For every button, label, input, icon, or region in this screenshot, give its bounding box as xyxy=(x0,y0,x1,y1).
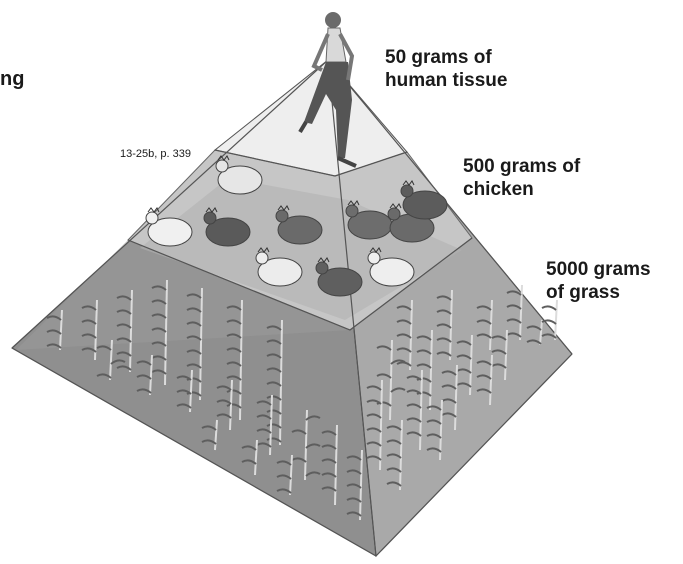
chicken-head xyxy=(316,262,328,274)
grass-label: 5000 grams of grass xyxy=(546,258,651,304)
human-label-line2: human tissue xyxy=(385,69,507,92)
human-label-line1: 50 grams of xyxy=(385,46,507,69)
grass-label-line2: of grass xyxy=(546,281,651,304)
chicken-head xyxy=(256,252,268,264)
chicken-head xyxy=(388,208,400,220)
chicken-head xyxy=(346,205,358,217)
cropped-title-fragment: ng xyxy=(0,68,24,91)
chicken-head xyxy=(146,212,158,224)
chicken-label-line2: chicken xyxy=(463,178,580,201)
figure-reference: 13-25b, p. 339 xyxy=(120,148,191,160)
chicken-label-line1: 500 grams of xyxy=(463,155,580,178)
grass-leaf xyxy=(542,306,556,310)
chicken-head xyxy=(216,160,228,172)
grass-label-line1: 5000 grams xyxy=(546,258,651,281)
grass-stalk xyxy=(555,300,557,340)
human-tissue-label: 50 grams of human tissue xyxy=(385,46,507,92)
chicken-head xyxy=(401,185,413,197)
chicken-head xyxy=(368,252,380,264)
chicken-head xyxy=(276,210,288,222)
chicken-head xyxy=(204,212,216,224)
chicken-label: 500 grams of chicken xyxy=(463,155,580,201)
